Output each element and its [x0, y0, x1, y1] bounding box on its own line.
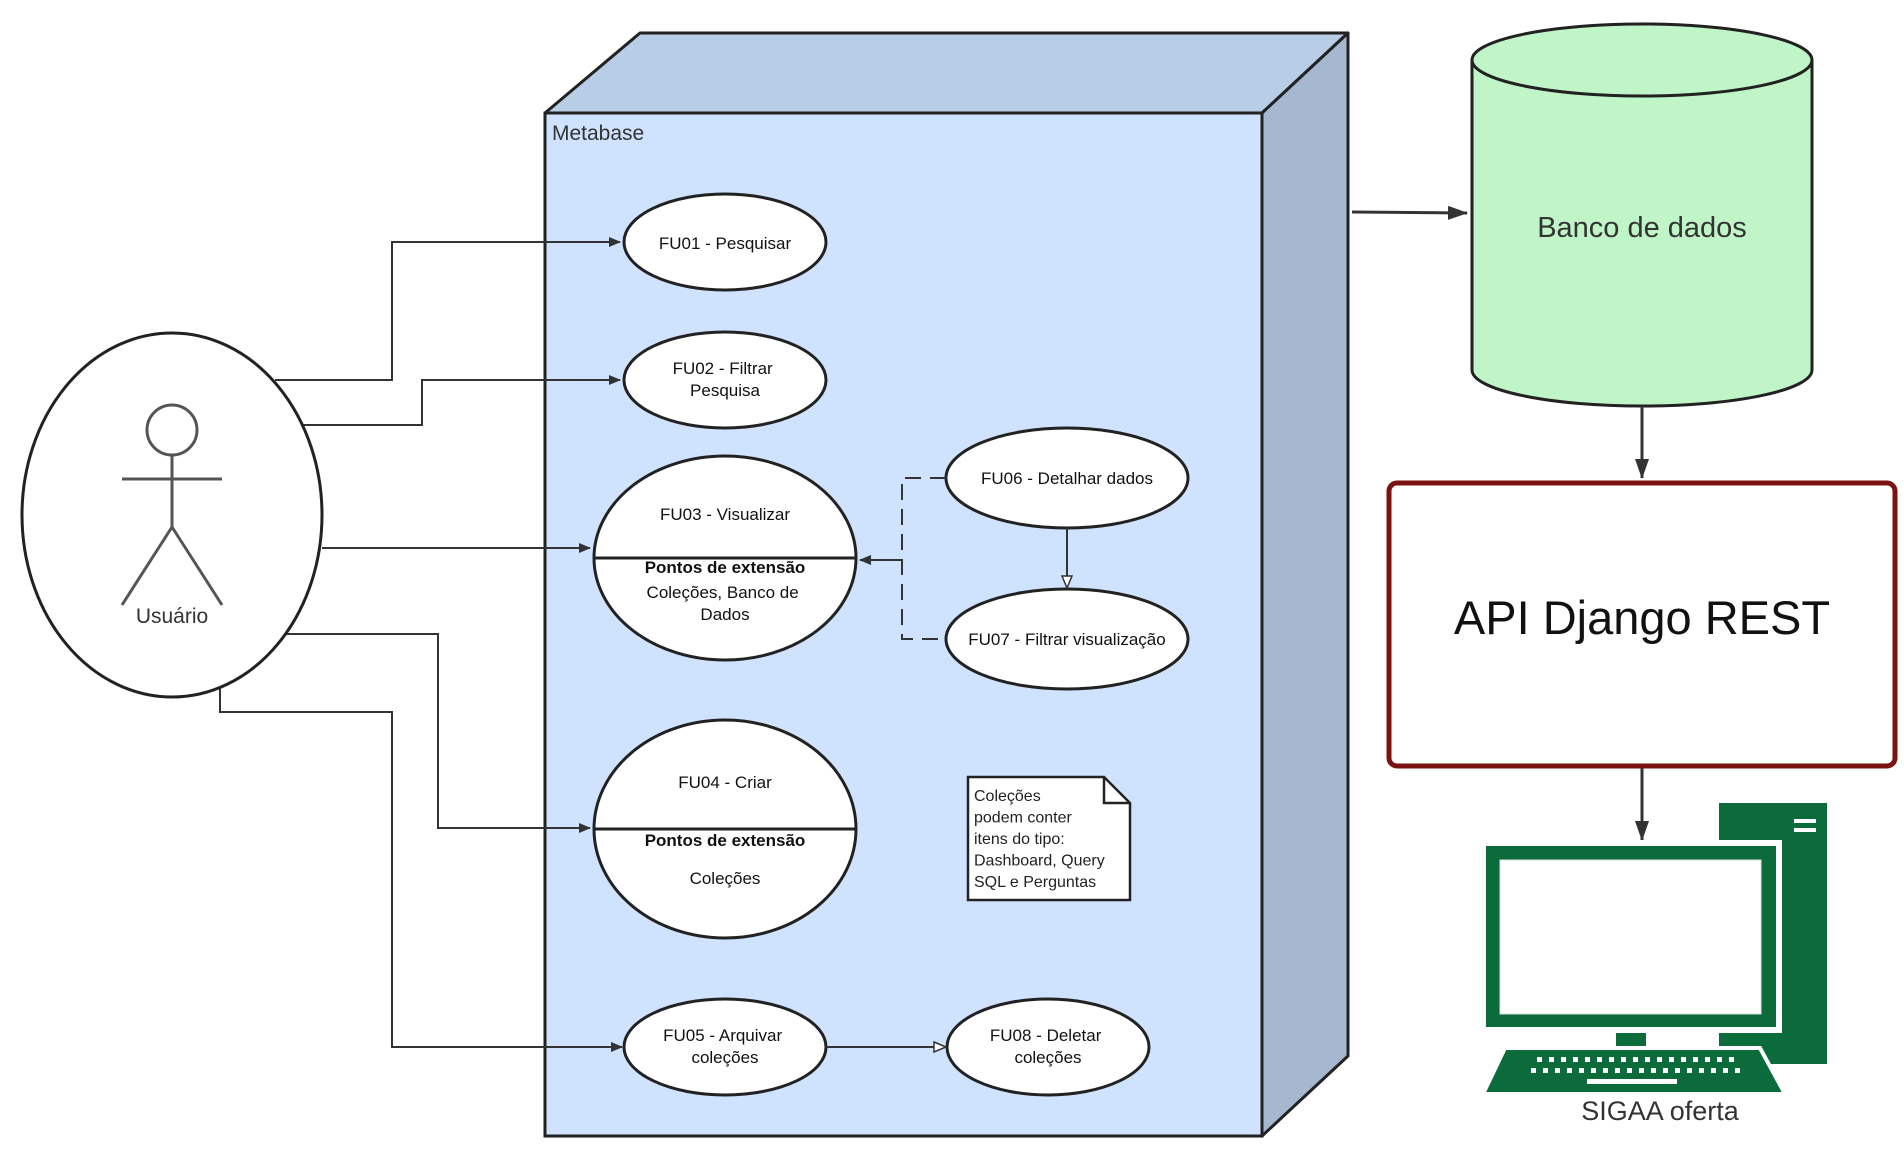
- extension-connectors: [826, 477, 1067, 1047]
- metabase-to-db-arrow: [1351, 205, 1468, 220]
- connector-fu02: [300, 375, 621, 426]
- fu03-ext-line2: Dados: [700, 605, 749, 624]
- api-box-border: [1386, 480, 1898, 769]
- actor-label: Usuário: [136, 605, 208, 628]
- use-case-fu07[interactable]: FU07 - Filtrar visualização: [944, 587, 1190, 691]
- db-top: [1470, 22, 1814, 98]
- note-colecoes: Coleções podem conter itens do tipo: Das…: [966, 775, 1132, 902]
- use-case-fu08[interactable]: FU08 - Deletar coleções: [945, 997, 1151, 1097]
- fu01-label: FU01 - Pesquisar: [659, 234, 792, 253]
- actor-usuario: Usuário: [20, 331, 324, 699]
- svg-text:Coleções podem conter: Coleções podem conter itens do tipo: Das…: [974, 788, 1109, 891]
- svg-text:FU02 - Filtrar Pesquisa: FU02 - Filtrar Pesquisa: [673, 359, 778, 400]
- fu02-label-line2: Pesquisa: [690, 381, 760, 400]
- connector-fu04: [285, 633, 591, 833]
- use-case-fu03[interactable]: FU03 - Visualizar Pontos de extensão Col…: [592, 454, 858, 662]
- note-line4: Dashboard, Query: [974, 853, 1105, 870]
- note-fold: [1102, 777, 1130, 805]
- database-label: Banco de dados: [1537, 212, 1747, 244]
- svg-text:Coleções, Banco de Dados: Coleções, Banco de Dados: [647, 583, 804, 624]
- client-label: SIGAA oferta: [1581, 1096, 1740, 1126]
- use-case-fu04[interactable]: FU04 - Criar Pontos de extensão Coleções: [592, 718, 858, 940]
- use-case-fu05[interactable]: FU05 - Arquivar coleções: [622, 997, 828, 1097]
- fu04-title: FU04 - Criar: [678, 773, 772, 792]
- system-box-top: [543, 31, 1350, 115]
- keyboard-keys: [1531, 1057, 1740, 1084]
- svg-text:FU05 - Arquivar coleções: FU05 - Arquivar coleções: [663, 1026, 787, 1067]
- system-label: Metabase: [552, 122, 644, 145]
- database-cylinder: Banco de dados: [1470, 22, 1814, 408]
- actor-connectors: [219, 237, 623, 1052]
- note-line3: itens do tipo:: [974, 831, 1065, 848]
- fu06-label: FU06 - Detalhar dados: [981, 469, 1153, 488]
- computer-icon: SIGAA oferta: [1479, 803, 1827, 1126]
- fu03-ext-line1: Coleções, Banco de: [647, 583, 799, 602]
- note-shape: [966, 775, 1132, 902]
- fu02-label-line1: FU02 - Filtrar: [673, 359, 773, 378]
- svg-text:FU01 - Pesquisar: FU01 - Pesquisar: [659, 234, 792, 253]
- connector-fu05: [219, 688, 623, 1052]
- connector-fu01: [275, 237, 621, 381]
- fu05-label-line2: coleções: [691, 1048, 758, 1067]
- use-case-fu06[interactable]: FU06 - Detalhar dados: [944, 426, 1190, 530]
- note-line2: podem conter: [974, 810, 1073, 827]
- fu05-label-line1: FU05 - Arquivar: [663, 1026, 782, 1045]
- fu03-title: FU03 - Visualizar: [660, 505, 790, 524]
- stick-figure-icon: [120, 403, 224, 606]
- monitor-stand: [1616, 1033, 1646, 1047]
- fu08-label-line1: FU08 - Deletar: [990, 1026, 1102, 1045]
- fu04-ext-line1: Coleções: [690, 869, 761, 888]
- use-case-fu02[interactable]: FU02 - Filtrar Pesquisa: [622, 330, 828, 430]
- svg-text:FU08 - Deletar coleções: FU08 - Deletar coleções: [990, 1026, 1106, 1067]
- system-box-side: [1260, 31, 1350, 1138]
- note-line5: SQL e Perguntas: [974, 874, 1096, 891]
- api-label: API Django REST: [1454, 591, 1830, 644]
- use-case-fu01[interactable]: FU01 - Pesquisar: [622, 192, 828, 292]
- api-box: API Django REST: [1386, 480, 1898, 769]
- fu04-ext-heading: Pontos de extensão: [645, 831, 806, 850]
- monitor-screen: [1499, 859, 1762, 1015]
- note-line1: Coleções: [974, 788, 1041, 805]
- fu08-label-line2: coleções: [1014, 1048, 1081, 1067]
- extend-bracket: [901, 477, 946, 640]
- fu03-ext-heading: Pontos de extensão: [645, 558, 806, 577]
- fu07-label: FU07 - Filtrar visualização: [968, 630, 1165, 649]
